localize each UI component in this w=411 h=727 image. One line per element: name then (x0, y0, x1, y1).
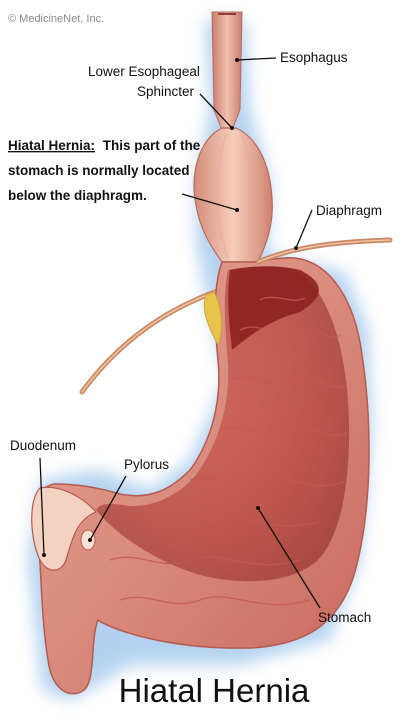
label-les-line2: Sphincter (137, 84, 195, 99)
label-esophagus: Esophagus (280, 50, 348, 65)
label-stomach: Stomach (318, 610, 371, 625)
annotation-line1: Hiatal Hernia: This part of the (8, 138, 201, 153)
label-diaphragm: Diaphragm (316, 203, 382, 218)
annotation-heading: Hiatal Hernia: (8, 138, 95, 153)
annotation-line3: below the diaphragm. (8, 188, 147, 203)
copyright-credit: © MedicineNet, Inc. (8, 13, 104, 25)
leader-diaphragm (296, 210, 312, 248)
annotation-line2: stomach is normally located (8, 163, 190, 178)
annotation-line1-rest: This part of the (103, 138, 201, 153)
figure-title: Hiatal Hernia (119, 672, 310, 709)
label-les-line1: Lower Esophageal (88, 64, 200, 79)
label-duodenum: Duodenum (10, 438, 76, 453)
label-pylorus: Pylorus (124, 457, 169, 472)
